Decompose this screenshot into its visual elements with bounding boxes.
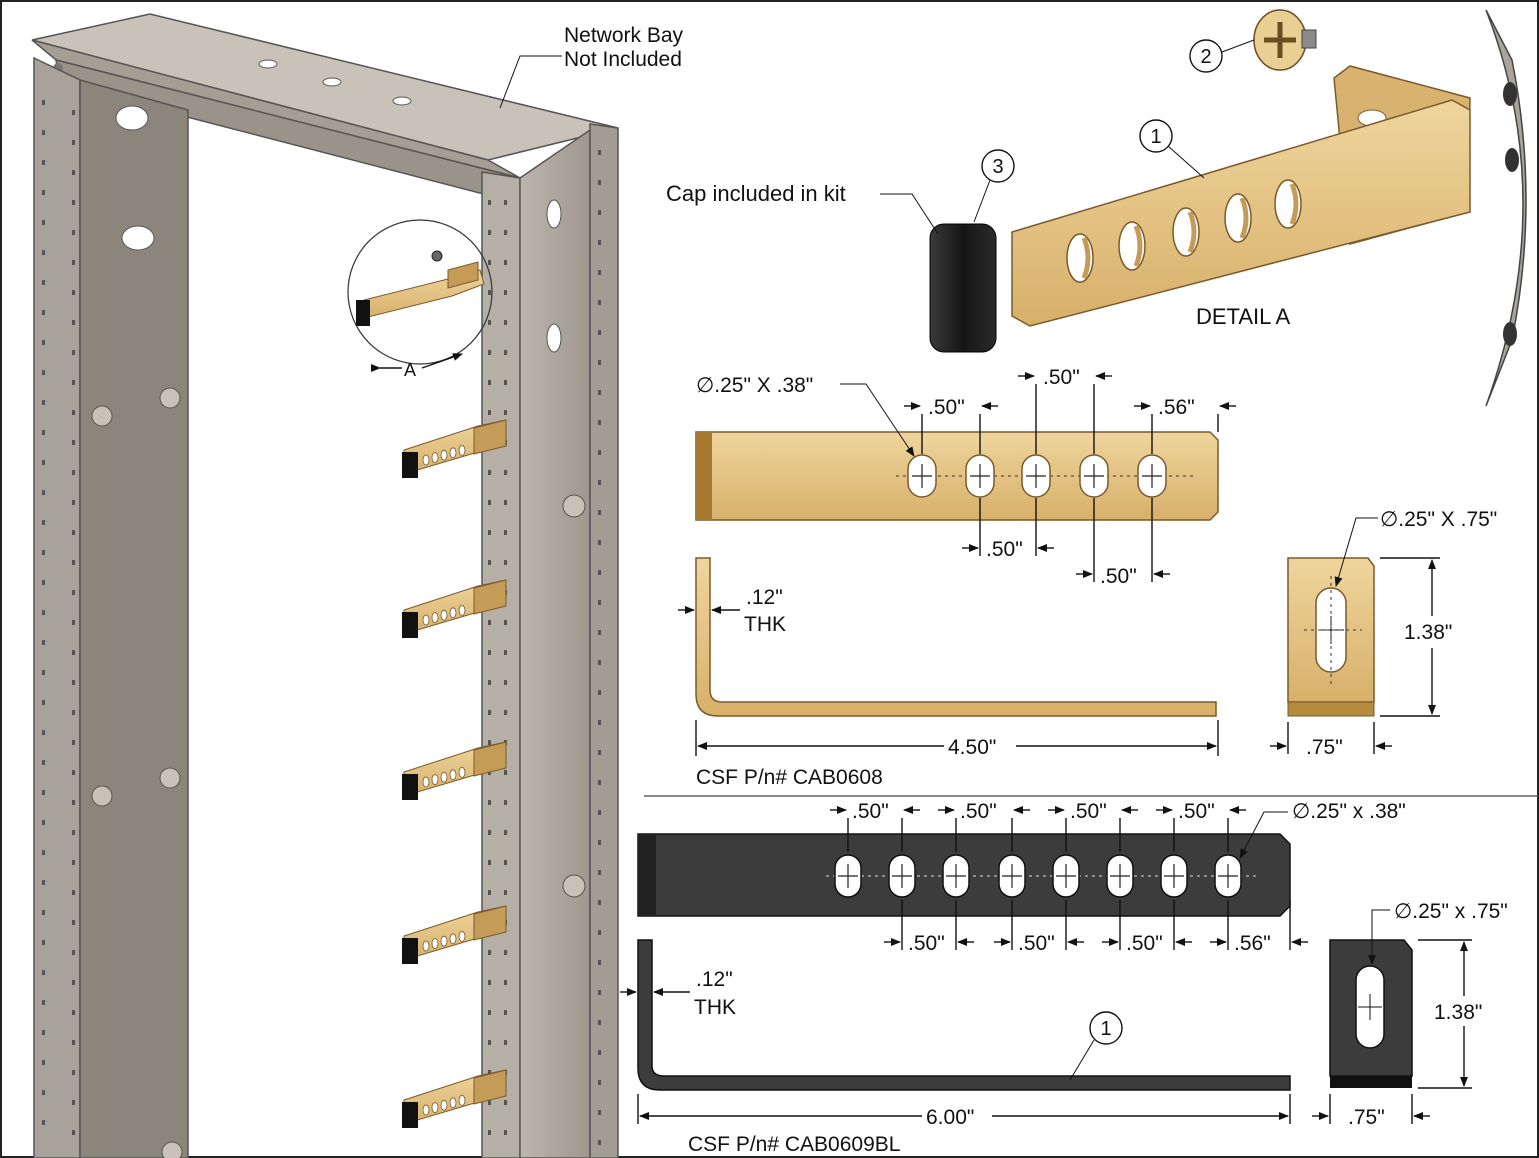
- part-cab0608: .50" .50" .56" ∅.25" X .38" .50" .50" .1…: [678, 366, 1497, 789]
- detail-a-view: 2 1 3 Cap included in kit DETAIL A: [666, 9, 1527, 407]
- cab0608-slot-callout: ∅.25" X .38": [696, 374, 813, 397]
- cab0608-dim-top-2: .50": [1043, 366, 1080, 389]
- cab0608-dim-bottom-1: .50": [986, 538, 1023, 561]
- cab0609bl-dim-bottom-2: .50": [1018, 932, 1055, 955]
- cab0608-dim-top-3: .56": [1158, 396, 1195, 419]
- cab0609bl-side-view: [637, 939, 1291, 1091]
- rack-bracket: [402, 579, 507, 638]
- rack-right-post-side: [519, 128, 591, 1158]
- cap-detail: [929, 223, 997, 353]
- cab0609bl-dim-bottom-4: .56": [1234, 932, 1271, 955]
- network-bay-line1: Network Bay: [564, 24, 684, 47]
- detail-a-title: DETAIL A: [1196, 304, 1290, 329]
- mounting-post-section: [1485, 9, 1527, 407]
- rack-bracket: [402, 419, 507, 478]
- rack-left-post-side: [33, 56, 81, 1158]
- detail-callout-2: 2: [1200, 46, 1211, 68]
- network-bay-line2: Not Included: [564, 48, 682, 71]
- detail-callout-1: 1: [1150, 126, 1161, 148]
- cab0608-part-number: CSF P/n# CAB0608: [696, 766, 883, 789]
- cab0608-thickness-value: .12": [746, 586, 783, 609]
- rack-bracket-cap: [402, 452, 418, 478]
- rack-bracket-cap: [402, 774, 418, 800]
- cab0608-dim-top-1: .50": [928, 396, 965, 419]
- cab0609bl-callout-1: 1: [1100, 1018, 1111, 1040]
- cab0608-length: 4.50": [948, 736, 996, 759]
- detail-marker-label: A: [404, 360, 416, 380]
- cab0609bl-thickness-value: .12": [696, 968, 733, 991]
- rack-right-post-flange: [589, 123, 619, 1158]
- part-cab0609bl: .50" .50" .50" .50" ∅.25" x .38" .50" .50" .5…: [620, 800, 1508, 1156]
- cab0609bl-dim-bottom-1: .50": [908, 932, 945, 955]
- cab0608-thickness-label: THK: [744, 613, 786, 636]
- cab0609bl-dim-top-2: .50": [960, 800, 997, 823]
- rack-brackets: [402, 419, 507, 1128]
- rack-left-post-web: [79, 79, 189, 1158]
- cab0609bl-dim-top-1: .50": [852, 800, 889, 823]
- rack-bracket: [402, 905, 507, 964]
- cab0609bl-dim-top-3: .50": [1070, 800, 1107, 823]
- rack-bracket-cap: [402, 612, 418, 638]
- rack-right-post-front: [481, 171, 521, 1158]
- cab0609bl-dim-top-4: .50": [1178, 800, 1215, 823]
- detail-callout-3: 3: [992, 156, 1003, 178]
- network-bay-note: Network Bay Not Included: [499, 24, 684, 109]
- rack-bracket-cap: [402, 1102, 418, 1128]
- cab0609bl-part-number: CSF P/n# CAB0609BL: [688, 1133, 900, 1156]
- cab0609bl-dim-bottom-3: .50": [1126, 932, 1163, 955]
- rack-bracket: [402, 741, 507, 800]
- cab0609bl-end-width: .75": [1348, 1106, 1385, 1129]
- cab0609bl-length: 6.00": [926, 1106, 974, 1129]
- rack-bracket-cap: [402, 938, 418, 964]
- screw-detail: [1253, 9, 1317, 71]
- detail-a-circle: A: [347, 219, 493, 380]
- cab0608-end-slot-callout: ∅.25" X .75": [1380, 508, 1497, 531]
- cab0609bl-thickness-label: THK: [694, 996, 736, 1019]
- cab0608-dim-bottom-2: .50": [1100, 565, 1137, 588]
- cab0609bl-slot-callout: ∅.25" x .38": [1292, 800, 1406, 823]
- cab0608-end-height: 1.38": [1404, 621, 1452, 644]
- rack-bracket: [402, 1069, 507, 1128]
- cab0609bl-end-slot-callout: ∅.25" x .75": [1394, 900, 1508, 923]
- rack-frame: [31, 13, 619, 1158]
- cab0608-end-width: .75": [1306, 736, 1343, 759]
- cab0609bl-end-height: 1.38": [1434, 1001, 1482, 1024]
- cap-note: Cap included in kit: [666, 181, 846, 206]
- cab0608-side-view: [695, 557, 1217, 717]
